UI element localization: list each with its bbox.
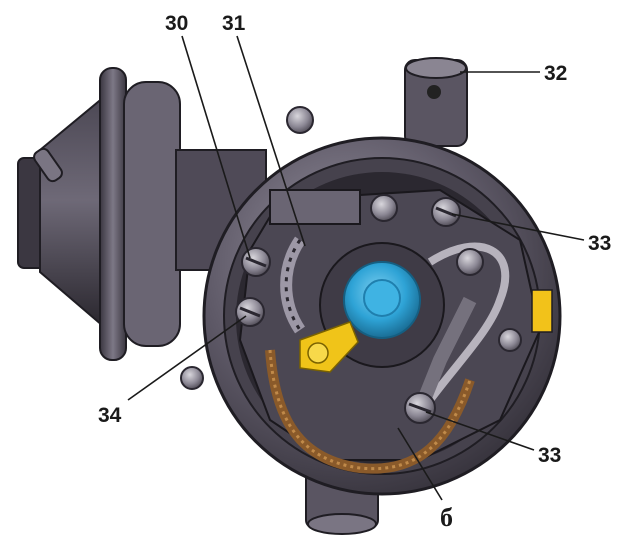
- screw-upper-center: [180, 106, 522, 390]
- callout-31: 31: [222, 12, 246, 35]
- leader-34: [127, 315, 247, 401]
- callout-34: 34: [98, 404, 122, 427]
- yellow-terminal: [299, 321, 359, 373]
- callout-b: б: [440, 503, 453, 532]
- leader-33-top: [451, 213, 585, 241]
- screw-30: [241, 247, 271, 277]
- leader-33-bottom: [425, 411, 535, 451]
- screw-34: [235, 297, 265, 327]
- callout-30: 30: [165, 12, 188, 35]
- callout-33-bottom: 33: [538, 444, 561, 467]
- leader-31: [236, 35, 306, 247]
- leader-30: [181, 35, 251, 259]
- breaker-arm: [426, 242, 510, 403]
- housing-top-fitting: [404, 57, 468, 147]
- callout-33-top: 33: [588, 232, 611, 255]
- screw-33-bottom: [404, 392, 436, 424]
- leader-b: [397, 427, 443, 501]
- callout-32: 32: [544, 62, 567, 85]
- rim-marker: [531, 289, 553, 333]
- screw-33-top: [431, 197, 461, 227]
